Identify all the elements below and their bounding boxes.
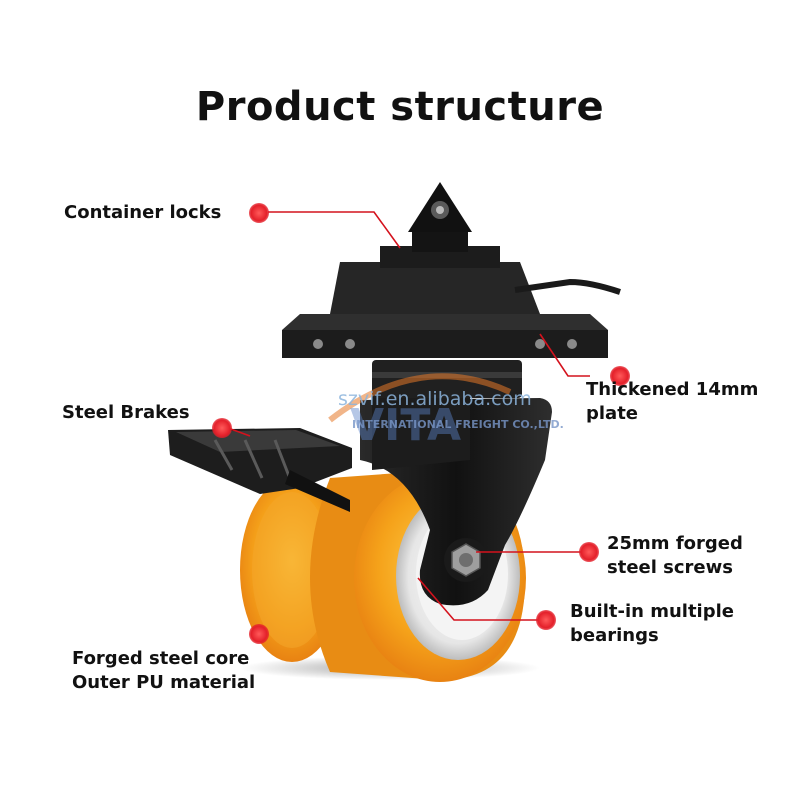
label-core-line1: Forged steel core <box>72 648 250 669</box>
leader-bearings <box>417 577 545 621</box>
callout-dot-steel-brakes <box>212 418 232 438</box>
label-bearings: Built-in multiple bearings <box>570 600 734 648</box>
twist-lock <box>408 182 472 252</box>
label-thickened-plate-line2: plate <box>586 403 639 424</box>
watermark-swoosh <box>328 373 512 423</box>
callout-dot-bearings <box>536 610 556 630</box>
label-steel-brakes: Steel Brakes <box>62 401 190 425</box>
label-container-locks: Container locks <box>64 201 221 225</box>
label-bearings-line2: bearings <box>570 625 659 646</box>
leader-thickened-plate <box>539 333 590 377</box>
label-forged-screws: 25mm forged steel screws <box>607 532 743 580</box>
top-plate <box>282 314 608 358</box>
page-title: Product structure <box>195 84 605 130</box>
label-thickened-plate: Thickened 14mm plate <box>586 378 758 426</box>
swivel-fork <box>360 395 552 606</box>
label-steel-brakes-text: Steel Brakes <box>62 402 190 423</box>
callout-dot-thickened-plate <box>610 366 630 386</box>
lock-housing <box>330 246 621 314</box>
watermark-url: szvif.en.alibaba.com <box>338 388 532 410</box>
leader-container-locks <box>268 211 401 249</box>
callout-dot-container-locks <box>249 203 269 223</box>
label-forged-screws-line2: steel screws <box>607 557 733 578</box>
label-thickened-plate-line1: Thickened 14mm <box>586 379 759 400</box>
axle-bolt <box>444 538 488 582</box>
watermark-brand: VITA <box>350 400 461 451</box>
watermark-tagline: INTERNATIONAL FREIGHT CO.,LTD. <box>352 418 564 431</box>
label-core: Forged steel core Outer PU material <box>72 647 255 695</box>
label-container-locks-text: Container locks <box>64 202 222 223</box>
label-forged-screws-line1: 25mm forged <box>607 533 743 554</box>
label-core-line2: Outer PU material <box>72 672 256 693</box>
leader-lines <box>227 211 590 621</box>
callout-dot-forged-screws <box>579 542 599 562</box>
callout-dot-core <box>249 624 269 644</box>
label-bearings-line1: Built-in multiple <box>570 601 734 622</box>
